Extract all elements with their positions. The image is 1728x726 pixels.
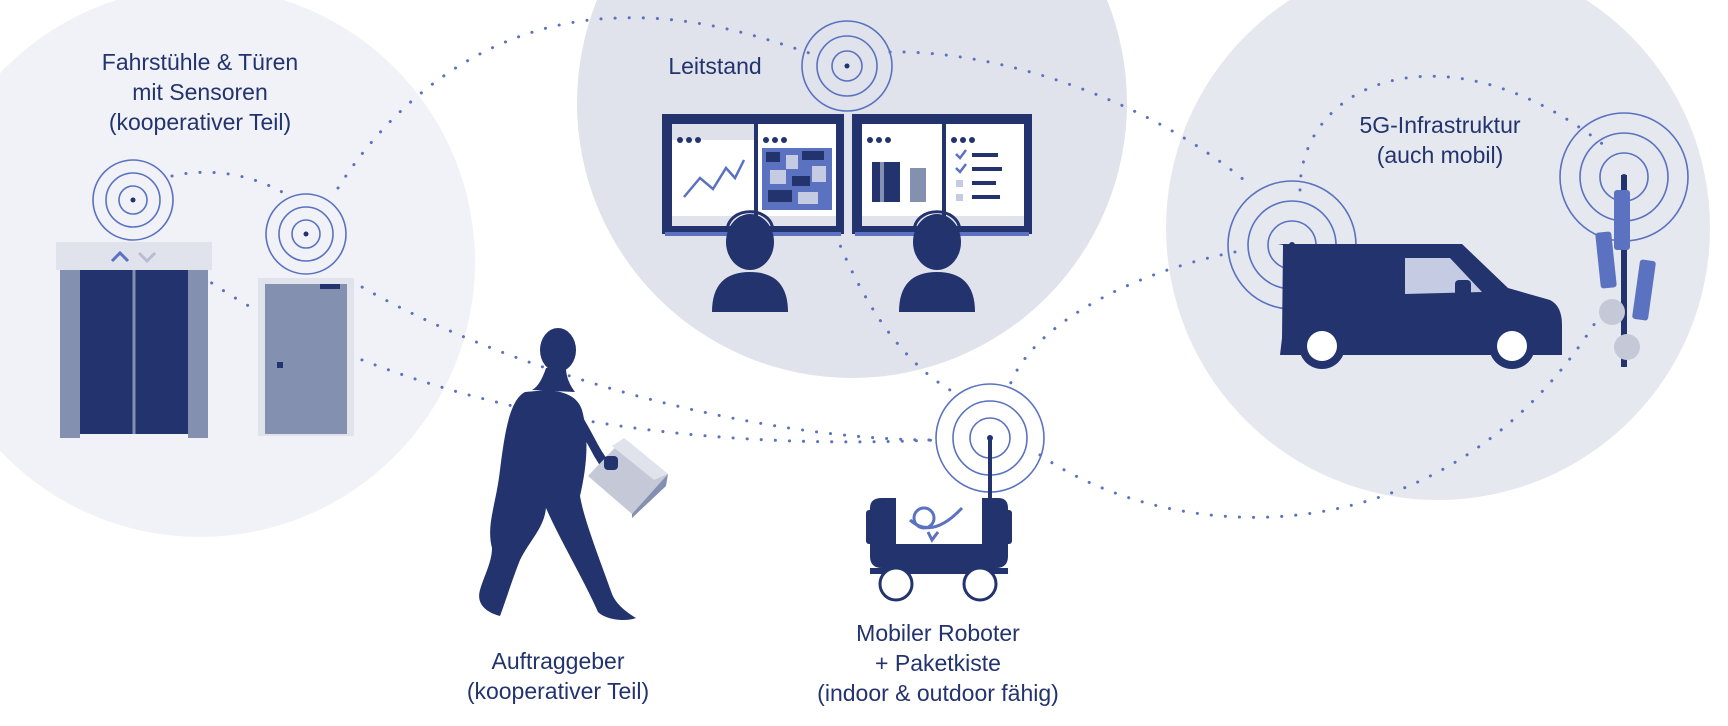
- link-door-control: [336, 16, 817, 190]
- robot-label-line-1: Mobiler Roboter: [856, 620, 1020, 646]
- infrastructure-label-line-1: 5G-Infrastruktur: [1359, 112, 1521, 138]
- door-icon: [258, 193, 354, 436]
- elevators-label-line-3: (kooperativer Teil): [108, 109, 292, 135]
- client-label-line-2: (kooperativer Teil): [466, 678, 650, 704]
- control-center-antenna-icon: [801, 20, 893, 112]
- link-elevator-door: [170, 170, 294, 200]
- elevator-icon: [56, 159, 212, 438]
- client-person-icon: [479, 328, 636, 620]
- robot-label-line-3: (indoor & outdoor fähig): [817, 680, 1059, 706]
- post-horn-logo: [908, 506, 964, 543]
- elevators-label: Fahrstühle & Türen mit Sensoren (koopera…: [80, 47, 320, 137]
- operator-right-icon: [899, 210, 975, 312]
- link-van-robot: [1008, 250, 1237, 387]
- package-icon: [588, 438, 668, 518]
- van-icon: [1227, 180, 1562, 369]
- elevators-label-line-1: Fahrstühle & Türen: [101, 49, 299, 75]
- elevators-label-line-2: mit Sensoren: [132, 79, 268, 105]
- robot-label-line-2: + Paketkiste: [875, 650, 1001, 676]
- robot-label: Mobiler Roboter + Paketkiste (indoor & o…: [788, 618, 1088, 708]
- infrastructure-label-line-2: (auch mobil): [1376, 142, 1504, 168]
- 5g-mast-icon: [1559, 112, 1689, 367]
- link-van-mast: [1298, 74, 1612, 192]
- connection-lines: [170, 16, 1612, 519]
- operator-left-icon: [712, 210, 788, 312]
- client-label: Auftraggeber (kooperativer Teil): [438, 646, 678, 706]
- link-control-van: [888, 50, 1252, 187]
- client-label-line-1: Auftraggeber: [491, 648, 625, 674]
- infrastructure-label: 5G-Infrastruktur (auch mobil): [1330, 110, 1550, 170]
- control-center-label-text: Leitstand: [668, 53, 762, 79]
- control-center-label: Leitstand: [650, 51, 780, 81]
- robot-icon: [866, 383, 1045, 602]
